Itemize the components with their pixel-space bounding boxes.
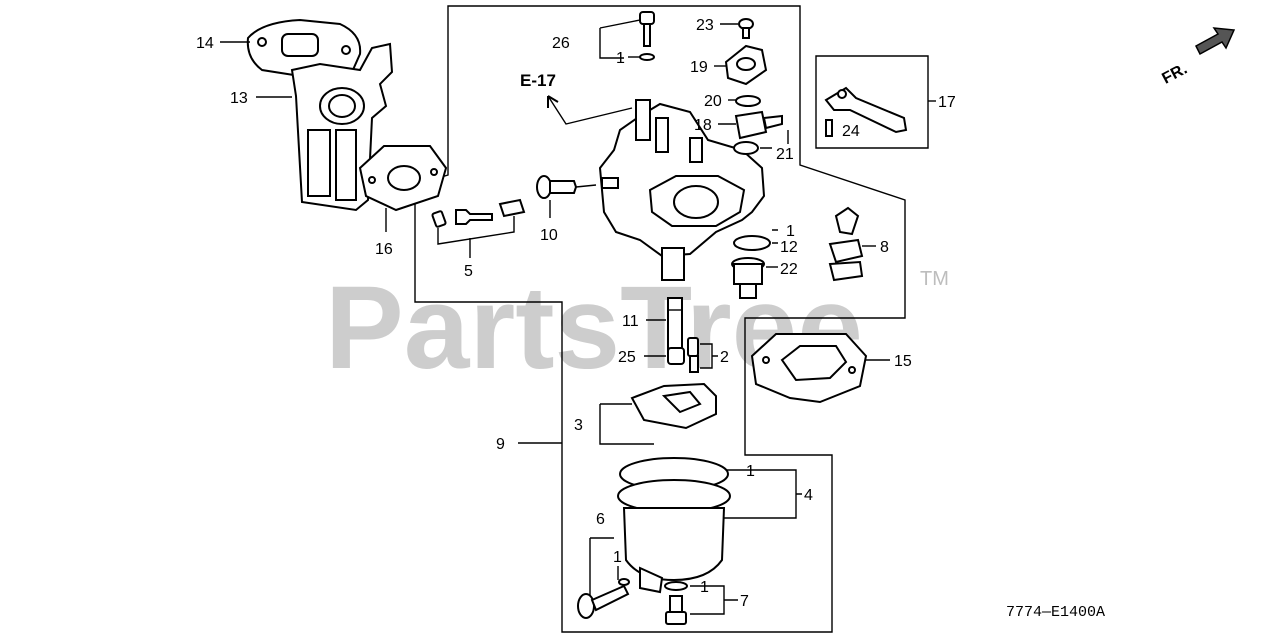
part-5-throttle-stop-screw-set[interactable] [431, 198, 526, 228]
callout-1-top: 1 [616, 50, 625, 67]
callout-14: 14 [196, 35, 214, 52]
part-3-float[interactable] [624, 382, 717, 445]
callout-26: 26 [552, 35, 570, 52]
part-4-float-chamber[interactable] [617, 457, 731, 594]
callout-11: 11 [622, 313, 639, 330]
part-14-insulator-gasket[interactable] [246, 18, 362, 78]
callout-15: 15 [894, 353, 912, 370]
callout-16: 16 [375, 241, 393, 258]
callout-1-6: 1 [613, 549, 622, 566]
part-18-choke-lever[interactable] [734, 110, 783, 140]
front-label: FR. [1159, 61, 1190, 88]
part-26-screw[interactable] [639, 11, 655, 47]
callout-7: 7 [740, 593, 749, 610]
callout-10: 10 [540, 227, 558, 244]
part-25-main-jet[interactable] [667, 347, 685, 365]
part-15-insulator-gasket[interactable] [750, 333, 868, 404]
part-24-pin[interactable] [825, 119, 833, 137]
callout-13: 13 [230, 90, 248, 107]
part-12-o-ring[interactable] [733, 235, 771, 251]
callout-12: 12 [780, 239, 798, 256]
part-17-choke-shaft[interactable] [824, 86, 908, 134]
part-2-float-valve-set[interactable] [687, 337, 699, 373]
part-6-drain-screw[interactable] [577, 578, 630, 619]
part-20-o-ring[interactable] [735, 95, 761, 107]
callout-6: 6 [596, 511, 605, 528]
callout-8: 8 [880, 239, 889, 256]
callout-9: 9 [496, 436, 505, 453]
part-10-screw[interactable] [536, 175, 578, 199]
callout-23: 23 [696, 17, 714, 34]
reference-e17: E-17 [520, 71, 556, 90]
part-8-float[interactable] [828, 206, 864, 282]
carburetor-body[interactable] [598, 99, 766, 281]
callout-24: 24 [842, 123, 860, 140]
drawing-code: 7774—E1400A [1006, 604, 1105, 621]
callout-21: 21 [776, 146, 794, 163]
part-21-washer[interactable] [733, 141, 759, 155]
watermark-trademark: TM [920, 268, 949, 290]
part-22-main-jet-holder[interactable] [731, 257, 765, 299]
callout-5: 5 [464, 263, 473, 280]
callout-4: 4 [804, 487, 813, 504]
part-1-washer-top[interactable] [639, 53, 655, 61]
part-19-cover-plate[interactable] [724, 44, 768, 86]
callout-20: 20 [704, 93, 722, 110]
callout-22: 22 [780, 261, 798, 278]
callout-1-7: 1 [700, 579, 709, 596]
part-23-screw[interactable] [738, 18, 754, 39]
callout-1-12: 1 [786, 223, 795, 240]
callout-3: 3 [574, 417, 583, 434]
callout-17: 17 [938, 94, 956, 111]
part-11-main-nozzle[interactable] [667, 297, 683, 351]
callout-19: 19 [690, 59, 708, 76]
part-7-bolt[interactable] [664, 581, 688, 625]
callout-2: 2 [720, 349, 729, 366]
callout-1-4: 1 [746, 463, 755, 480]
callout-18: 18 [694, 117, 712, 134]
part-16-carburetor-gasket[interactable] [358, 145, 448, 212]
callout-25: 25 [618, 349, 636, 366]
front-direction-arrow [1195, 27, 1236, 56]
assembly-outline [414, 5, 906, 633]
